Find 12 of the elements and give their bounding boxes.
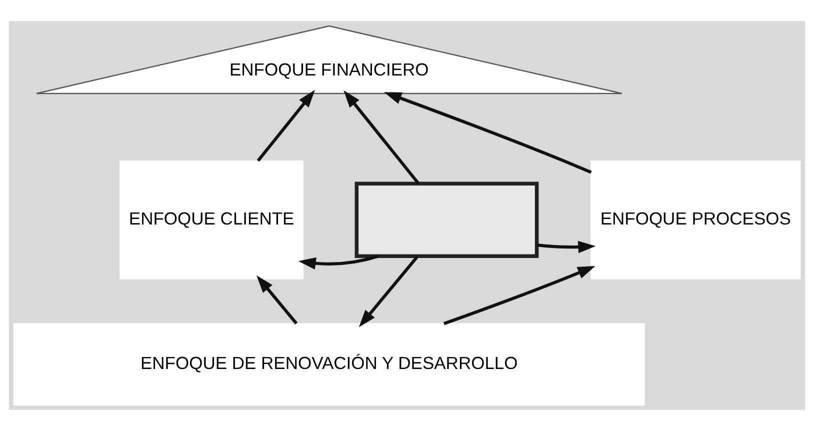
arrow bbox=[536, 240, 596, 254]
node-box: ENFOQUE DE RENOVACIÓN Y DESARROLLO bbox=[13, 323, 645, 406]
arrow bbox=[358, 256, 419, 328]
arrow bbox=[443, 266, 596, 326]
node-box bbox=[354, 182, 539, 258]
arrow bbox=[344, 90, 420, 185]
arrow bbox=[298, 254, 379, 270]
arrow bbox=[256, 275, 298, 325]
node-box: ENFOQUE PROCESOS bbox=[590, 160, 801, 280]
arrow bbox=[384, 92, 592, 174]
node-box: ENFOQUE CLIENTE bbox=[120, 160, 304, 280]
arrow bbox=[256, 90, 315, 162]
